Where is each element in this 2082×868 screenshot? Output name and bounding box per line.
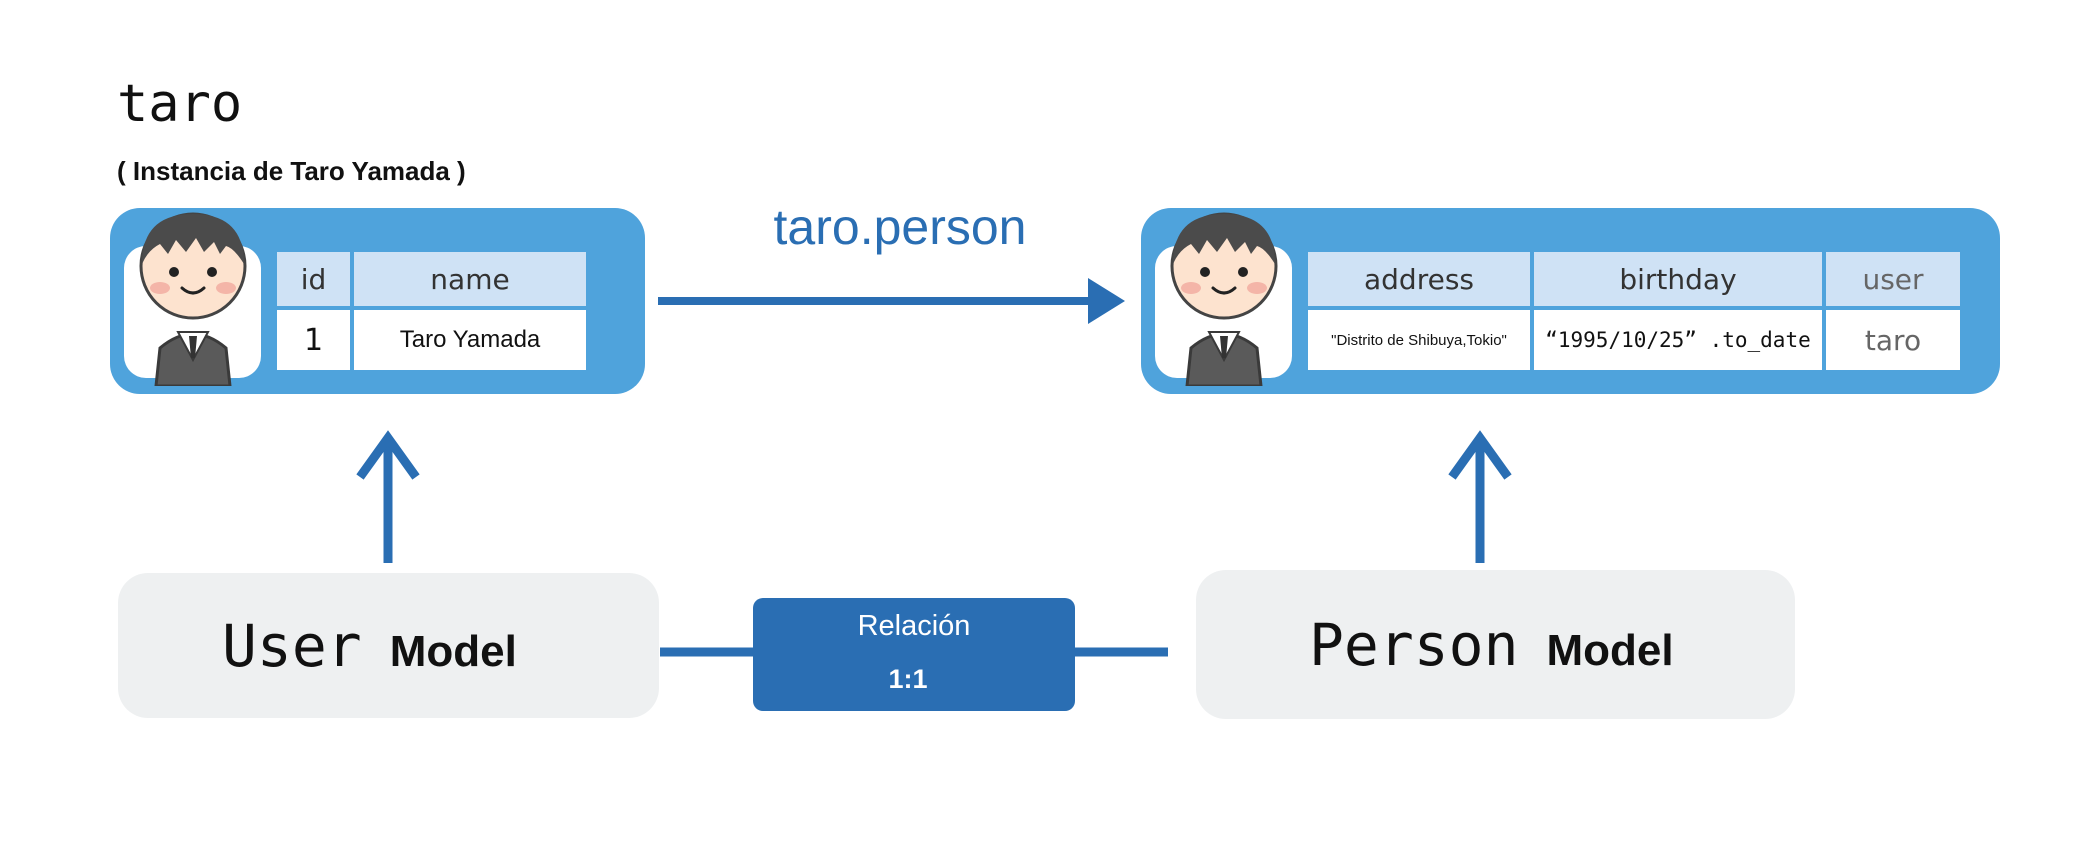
relation-cardinality: 1:1 [888, 664, 928, 694]
up-arrow-icon [356, 430, 420, 563]
person-record: address birthday user "Distrito de Shibu… [1141, 208, 2000, 394]
table-row: 1 Taro Yamada [273, 306, 590, 374]
cell-user: taro [1822, 306, 1964, 374]
up-arrow-icon [1448, 430, 1512, 563]
instance-name: taro [117, 74, 243, 134]
user-model-box: User Model [118, 573, 659, 718]
avatar-frame [1155, 212, 1292, 386]
person-model-label: Person Model [1309, 611, 1674, 679]
model-name: User [222, 611, 362, 680]
association-label: taro.person [773, 199, 1027, 255]
table-header-row: address birthday user [1304, 248, 1964, 310]
cell-birthday: “1995/10/25” .to_date [1530, 306, 1826, 374]
cell-id: 1 [273, 306, 354, 374]
avatar-frame [124, 212, 261, 386]
column-header-user: user [1822, 248, 1964, 310]
user-model-label: User Model [222, 612, 517, 680]
relation-box: Relación 1:1 [753, 598, 1075, 711]
column-header-id: id [273, 248, 354, 310]
model-name: Person [1309, 610, 1519, 679]
model-suffix: Model [389, 626, 517, 676]
businessman-avatar-icon [139, 212, 247, 386]
person-model-box: Person Model [1196, 570, 1795, 719]
cell-name: Taro Yamada [350, 306, 590, 374]
person-fields-table: address birthday user "Distrito de Shibu… [1304, 248, 1964, 374]
column-header-address: address [1304, 248, 1534, 310]
column-header-birthday: birthday [1530, 248, 1826, 310]
column-header-name: name [350, 248, 590, 310]
user-record: id name 1 Taro Yamada [110, 208, 645, 394]
businessman-avatar-icon [1170, 212, 1278, 386]
table-header-row: id name [273, 248, 590, 310]
relation-title: Relación [857, 610, 971, 642]
table-row: "Distrito de Shibuya,Tokio" “1995/10/25”… [1304, 306, 1964, 374]
instance-subtitle: ( Instancia de Taro Yamada ) [117, 156, 466, 186]
cell-address: "Distrito de Shibuya,Tokio" [1304, 306, 1534, 374]
user-fields-table: id name 1 Taro Yamada [273, 248, 590, 374]
model-suffix: Model [1546, 625, 1674, 675]
right-arrow-icon [658, 278, 1125, 324]
